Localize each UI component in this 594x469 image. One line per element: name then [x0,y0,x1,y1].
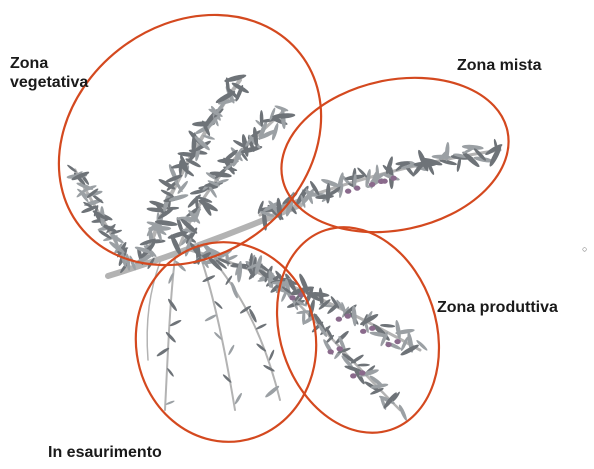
leaf [165,400,175,406]
leaf [398,404,409,422]
leaf [66,164,77,173]
olive-fruit [360,329,366,334]
leaf [462,144,484,150]
olive-fruit [327,349,333,354]
leaf [174,260,187,273]
leaf [380,324,395,329]
olive-fruit [381,179,387,184]
label-zona-produttiva: Zona produttiva [437,298,558,317]
olive-fruit [336,346,342,351]
label-zona-vegetativa: Zona vegetativa [10,54,88,92]
leaf [169,319,182,327]
olive-fruit [390,176,396,181]
zona-mista-ellipse [267,58,523,253]
label-in-esaurimento: In esaurimento [48,443,162,462]
leaf [165,331,177,343]
olive-fruit [385,342,391,347]
stray-circle-mark: ○ [582,244,587,254]
leaf [255,323,267,331]
label-zona-vegetativa-line1: Zona [10,54,88,73]
leaf [222,374,232,384]
leaf [357,364,370,367]
leaf [234,392,243,405]
olive-fruit [350,373,356,378]
leaf [204,313,217,322]
olive-fruit [336,317,342,322]
label-zona-vegetativa-line2: vegetativa [10,73,88,92]
leaf [167,298,178,312]
olive-fruit [369,182,375,187]
olive-fruit [354,186,360,191]
leaf [227,344,235,355]
olive-fruit [369,326,375,331]
leaf [256,343,267,353]
leaf [230,281,240,299]
olive-fruit [359,370,365,375]
olive-fruit [345,189,351,194]
olive-fruit [394,339,400,344]
label-zona-mista: Zona mista [457,56,541,75]
olive-fruit [289,295,295,300]
zona-produttiva-ellipse [251,206,464,454]
branch-esaur-4 [147,262,160,360]
olive-fruit [345,314,351,319]
leaf [268,349,275,361]
